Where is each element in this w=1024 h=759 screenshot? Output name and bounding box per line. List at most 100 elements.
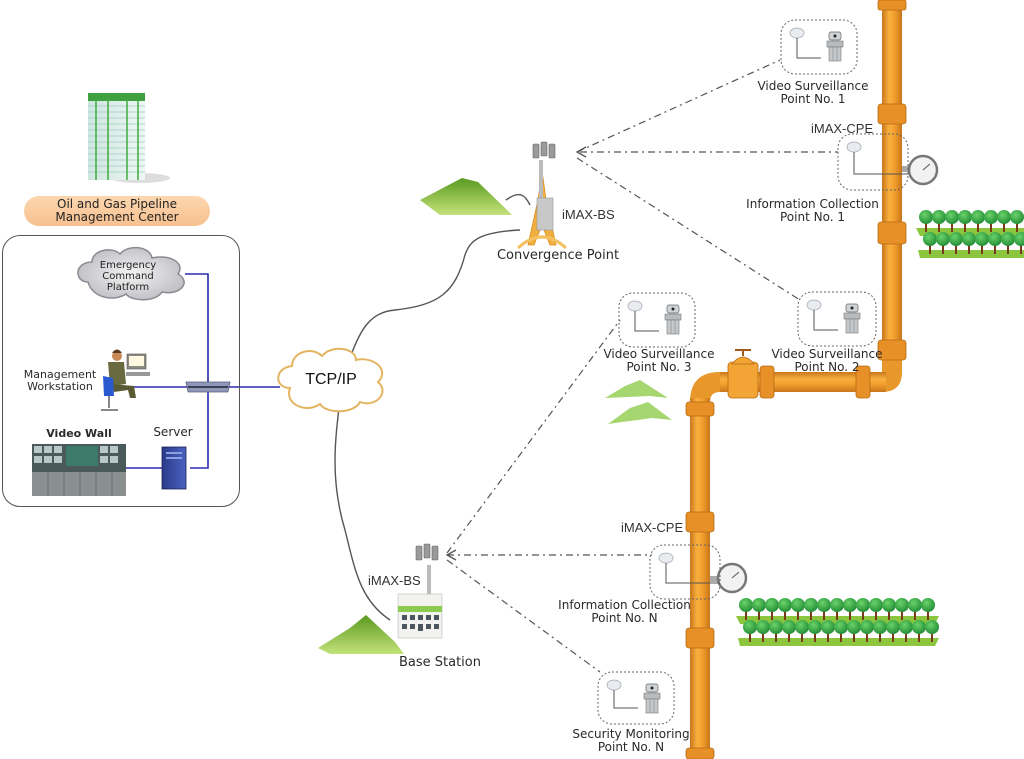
tree-icon (975, 232, 989, 254)
video-wall-icon (32, 444, 126, 496)
pressure-gauge-icon (710, 562, 748, 594)
hills-small-icon (605, 380, 672, 424)
wireless-links (446, 59, 838, 673)
tree-icon (847, 620, 861, 642)
cpe-antenna-icon (606, 679, 622, 691)
tree-icon (739, 598, 753, 620)
emergency-platform-label: Emergency Command Platform (99, 260, 157, 293)
tcpip-label: TCP/IP (305, 371, 357, 388)
tree-icon (962, 232, 976, 254)
tree-icon (821, 620, 835, 642)
monitoring-point-ic1 (837, 133, 909, 191)
tree-icon (949, 232, 963, 254)
monitoring-point-icn (649, 544, 721, 600)
tree-icon (1001, 232, 1015, 254)
tree-icon (988, 232, 1002, 254)
pressure-gauge-icon (902, 154, 939, 186)
workstation-icon (101, 349, 150, 411)
wireless-arrowheads (445, 146, 587, 561)
monitoring-point-smn (597, 671, 675, 725)
tree-icon (925, 620, 939, 642)
tree-icon (804, 598, 818, 620)
tree-icon (856, 598, 870, 620)
hill-icon (420, 178, 512, 215)
tree-icon (886, 620, 900, 642)
camera-icon (664, 304, 682, 335)
tree-icon (795, 620, 809, 642)
base-station-device-label: iMAX-BS (368, 573, 421, 588)
tree-icon (808, 620, 822, 642)
base-station-icon (397, 543, 443, 639)
tree-icon (921, 598, 935, 620)
tree-icon (936, 232, 950, 254)
tree-icon (830, 598, 844, 620)
hill-icon (318, 615, 404, 654)
tree-icon (791, 598, 805, 620)
forest-icon (736, 598, 939, 646)
tree-icon (932, 210, 946, 232)
workstation-label: Management Workstation (23, 368, 97, 393)
valve-icon (727, 349, 759, 399)
point-boxes (597, 19, 909, 725)
forest-icon (916, 210, 1024, 258)
camera-icon (843, 303, 861, 334)
tree-icon (843, 598, 857, 620)
emergency-cloud-icon (77, 246, 185, 301)
tree-icon (984, 210, 998, 232)
tree-icon (869, 598, 883, 620)
tree-icon (971, 210, 985, 232)
convergence-tower-icon (516, 141, 568, 250)
tree-icon (1014, 232, 1024, 254)
tree-icon (769, 620, 783, 642)
cpe-antenna-icon (789, 27, 805, 39)
management-center-box (2, 235, 240, 507)
convergence-point-label: Convergence Point (496, 248, 620, 263)
tree-icon (873, 620, 887, 642)
monitoring-point-vs3 (618, 292, 696, 348)
tree-icon (997, 210, 1011, 232)
tree-icon (882, 598, 896, 620)
convergence-device-label: iMAX-BS (562, 207, 615, 222)
tree-icon (743, 620, 757, 642)
cpe-antenna-icon (846, 141, 862, 153)
tree-icon (958, 210, 972, 232)
network-switch-icon (185, 381, 231, 393)
cpe-antenna-icon (658, 552, 674, 564)
building-icon (88, 93, 170, 183)
tree-icon (778, 598, 792, 620)
tree-icon (1010, 210, 1024, 232)
cpe-label-1: iMAX-CPE (811, 121, 874, 136)
tree-icon (899, 620, 913, 642)
tree-icon (919, 210, 933, 232)
tree-icon (756, 620, 770, 642)
server-icon (161, 446, 187, 490)
camera-icon (643, 683, 661, 714)
pipeline (685, 0, 907, 759)
tree-icon (817, 598, 831, 620)
cpe-label-2: iMAX-CPE (621, 520, 684, 535)
server-label: Server (153, 425, 193, 439)
management-center-title: Oil and Gas Pipeline Management Center (55, 197, 179, 224)
tree-icon (895, 598, 909, 620)
monitoring-point-vs1 (780, 19, 858, 75)
camera-icon (826, 31, 844, 62)
tree-icon (765, 598, 779, 620)
management-center-banner (24, 196, 210, 226)
tree-icon (782, 620, 796, 642)
tree-icon (752, 598, 766, 620)
monitoring-point-vs2 (797, 291, 877, 347)
cpe-antenna-icon (806, 299, 822, 311)
tree-icon (860, 620, 874, 642)
video-wall-label: Video Wall (46, 427, 112, 440)
cpe-antenna-icon (627, 300, 643, 312)
tree-icon (912, 620, 926, 642)
tree-icon (908, 598, 922, 620)
base-station-label: Base Station (398, 655, 481, 670)
tcpip-cloud-icon (277, 347, 384, 413)
